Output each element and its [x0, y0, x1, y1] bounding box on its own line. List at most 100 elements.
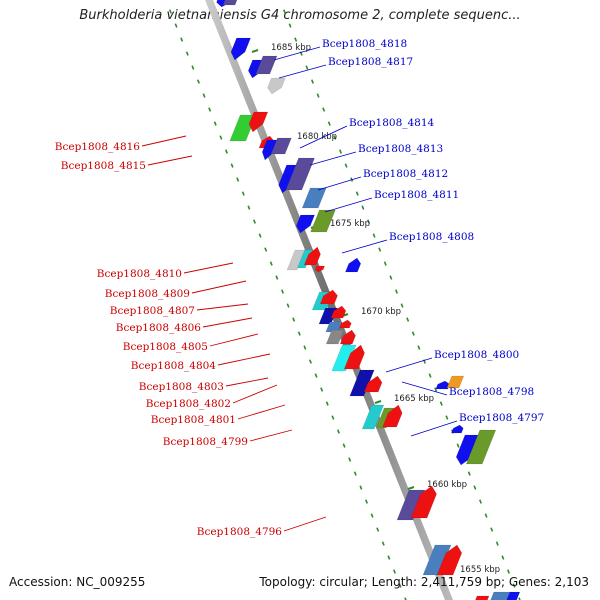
- guide-dot: [288, 23, 292, 28]
- guide-dot: [322, 107, 326, 112]
- guide-dot: [398, 583, 402, 588]
- kbp-tick-mark: [407, 486, 415, 490]
- reverse-gene-label[interactable]: Bcep1808_4802: [146, 398, 231, 410]
- gene-labels: Bcep1808_4818Bcep1808_4817Bcep1808_4814B…: [55, 38, 544, 538]
- guide-dot: [225, 149, 228, 154]
- leader-line: [401, 381, 448, 396]
- gene-feature[interactable]: [270, 137, 292, 155]
- gene-feature[interactable]: [489, 591, 511, 600]
- guide-dot: [333, 135, 337, 140]
- gene-feature[interactable]: [286, 249, 306, 271]
- reverse-gene-label[interactable]: Bcep1808_4796: [197, 526, 283, 538]
- map-title: Burkholderia vietnamiensis G4 chromosome…: [79, 8, 521, 23]
- reverse-gene-label[interactable]: Bcep1808_4803: [139, 381, 224, 393]
- gene-feature[interactable]: [310, 209, 336, 233]
- gene-feature[interactable]: [446, 375, 465, 389]
- gene-feature[interactable]: [319, 289, 340, 305]
- gene-feature[interactable]: [265, 77, 286, 95]
- gene-feature[interactable]: [228, 37, 251, 61]
- guide-dot: [393, 569, 396, 574]
- gene-feature[interactable]: [229, 114, 257, 142]
- guide-dot: [378, 247, 382, 252]
- gene-feature[interactable]: [285, 157, 315, 191]
- gene-feature[interactable]: [301, 187, 327, 209]
- gene-feature[interactable]: [436, 544, 465, 576]
- leader-line: [410, 420, 458, 437]
- leader-line: [341, 239, 388, 254]
- gene-feature[interactable]: [343, 344, 368, 370]
- reverse-gene-label[interactable]: Bcep1808_4807: [110, 305, 195, 317]
- guide-dot: [280, 289, 284, 294]
- gene-feature[interactable]: [331, 344, 357, 372]
- leader-line: [191, 280, 247, 294]
- reverse-gene-label[interactable]: Bcep1808_4806: [116, 322, 202, 334]
- gene-feature[interactable]: [451, 424, 464, 434]
- forward-gene-label[interactable]: Bcep1808_4812: [363, 168, 448, 180]
- guide-dot: [185, 51, 189, 56]
- gene-feature[interactable]: [396, 489, 426, 521]
- reverse-gene-label[interactable]: Bcep1808_4816: [55, 141, 141, 153]
- guide-dot: [338, 149, 342, 154]
- forward-gene-label[interactable]: Bcep1808_4814: [349, 117, 435, 129]
- gene-feature[interactable]: [325, 329, 345, 345]
- guide-dot: [241, 191, 245, 196]
- gene-feature[interactable]: [303, 246, 323, 266]
- forward-gene-label[interactable]: Bcep1808_4813: [358, 143, 443, 155]
- guide-dot: [395, 289, 398, 294]
- gene-feature[interactable]: [349, 369, 375, 397]
- forward-gene-label[interactable]: Bcep1808_4817: [328, 56, 413, 68]
- reverse-gene-label[interactable]: Bcep1808_4810: [97, 268, 182, 280]
- guide-dot: [219, 135, 223, 140]
- gene-feature[interactable]: [330, 305, 348, 319]
- kbp-tick-mark: [374, 400, 382, 404]
- guide-dot: [174, 23, 178, 28]
- reverse-gene-label[interactable]: Bcep1808_4805: [123, 341, 208, 353]
- gene-feature[interactable]: [465, 429, 497, 465]
- guide-dot: [264, 247, 268, 252]
- gene-feature[interactable]: [345, 257, 363, 273]
- guide-dot: [309, 359, 312, 364]
- reverse-gene-label[interactable]: Bcep1808_4799: [163, 436, 248, 448]
- kbp-tick-label: 1665 kbp: [394, 394, 434, 404]
- gene-feature[interactable]: [361, 404, 385, 430]
- reverse-gene-label[interactable]: Bcep1808_4801: [151, 414, 236, 426]
- gene-feature[interactable]: [246, 111, 269, 133]
- reverse-gene-label[interactable]: Bcep1808_4809: [105, 288, 190, 300]
- gene-feature[interactable]: [339, 319, 352, 329]
- forward-gene-label[interactable]: Bcep1808_4808: [389, 231, 474, 243]
- gene-feature[interactable]: [473, 595, 490, 600]
- gene-feature[interactable]: [255, 55, 278, 75]
- gene-feature[interactable]: [293, 214, 315, 234]
- guide-dot: [283, 9, 286, 14]
- gene-feature[interactable]: [314, 265, 325, 273]
- forward-gene-label[interactable]: Bcep1808_4798: [449, 386, 534, 398]
- leader-line: [232, 384, 278, 404]
- label-leaders: [141, 46, 458, 532]
- guide-dot: [411, 331, 415, 336]
- guide-dot: [473, 485, 477, 490]
- guide-dot: [366, 219, 370, 224]
- reverse-gene-label[interactable]: Bcep1808_4815: [61, 160, 146, 172]
- gene-feature[interactable]: [382, 404, 406, 428]
- guide-dot: [344, 163, 348, 168]
- forward-gene-label[interactable]: Bcep1808_4811: [374, 189, 459, 201]
- gene-feature[interactable]: [339, 329, 358, 345]
- guide-dot: [484, 513, 488, 518]
- guide-dot: [331, 415, 335, 420]
- forward-gene-label[interactable]: Bcep1808_4800: [434, 349, 519, 361]
- forward-gene-label[interactable]: Bcep1808_4818: [322, 38, 407, 50]
- guide-dot: [445, 415, 449, 420]
- gene-feature[interactable]: [363, 375, 384, 393]
- forward-gene-label[interactable]: Bcep1808_4797: [459, 412, 544, 424]
- gene-feature[interactable]: [410, 485, 440, 519]
- guide-dot: [439, 401, 443, 406]
- guide-dot: [456, 443, 460, 448]
- guide-dot: [230, 163, 234, 168]
- reverse-gene-label[interactable]: Bcep1808_4804: [131, 360, 217, 372]
- guide-dot: [353, 471, 357, 476]
- guide-dot: [355, 191, 359, 196]
- guide-dot: [208, 107, 212, 112]
- guide-dot: [168, 9, 172, 14]
- gene-feature[interactable]: [222, 0, 240, 6]
- guide-dot: [400, 303, 404, 308]
